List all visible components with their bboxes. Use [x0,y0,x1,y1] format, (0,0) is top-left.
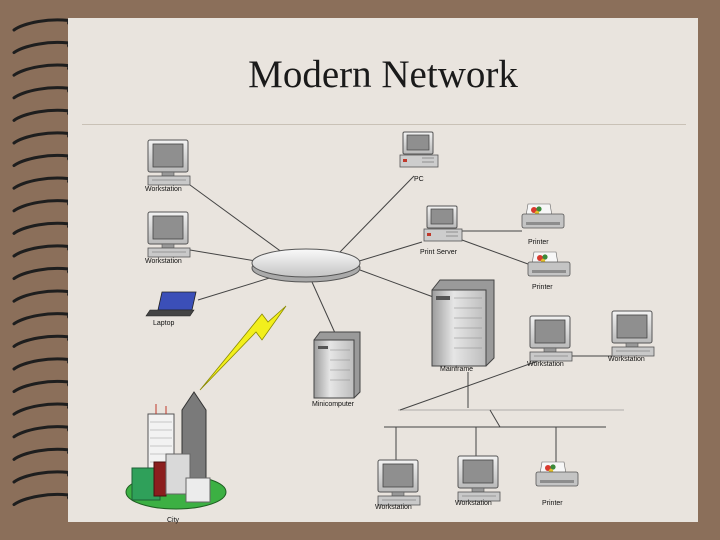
printer-2-icon[interactable] [527,251,571,277]
city-label: City [167,517,180,524]
lightning-bolt-icon [199,305,287,391]
workstation-4-icon[interactable] [611,310,655,357]
title-divider [82,124,686,125]
pc-icon[interactable] [399,131,439,168]
printer-2-label: Printer [532,284,553,291]
print-server-label: Print Server [420,249,458,256]
workstation-6-label: Workstation [455,500,492,507]
printer-1-label: Printer [528,239,549,246]
printer-1-icon[interactable] [521,203,565,229]
mainframe-icon[interactable] [431,279,495,367]
laptop-icon[interactable] [145,291,197,317]
minicomputer-icon[interactable] [313,331,361,399]
printer-3-label: Printer [542,500,563,507]
star-connections [189,175,529,334]
slide-title: Modern Network [248,53,518,96]
print-server-icon[interactable] [423,205,463,242]
minicomputer-label: Minicomputer [312,401,355,408]
city-icon[interactable] [125,391,227,510]
workstation-3-icon[interactable] [529,315,573,362]
mainframe-label: Mainframe [440,366,473,373]
printer-3-icon[interactable] [535,461,579,487]
laptop-label: Laptop [153,320,175,327]
workstation-6-icon[interactable] [457,455,501,502]
workstation-5-icon[interactable] [377,459,421,506]
workstation-3-label: Workstation [527,361,564,368]
bus-connections [384,355,626,462]
network-hub-icon [251,248,361,283]
workstation-1-icon[interactable] [147,139,191,186]
workstation-5-label: Workstation [375,504,412,511]
workstation-4-label: Workstation [608,356,645,363]
pc-label: PC [414,176,424,183]
workstation-1-label: Workstation [145,186,182,193]
workstation-2-icon[interactable] [147,211,191,258]
workstation-2-label: Workstation [145,258,182,265]
